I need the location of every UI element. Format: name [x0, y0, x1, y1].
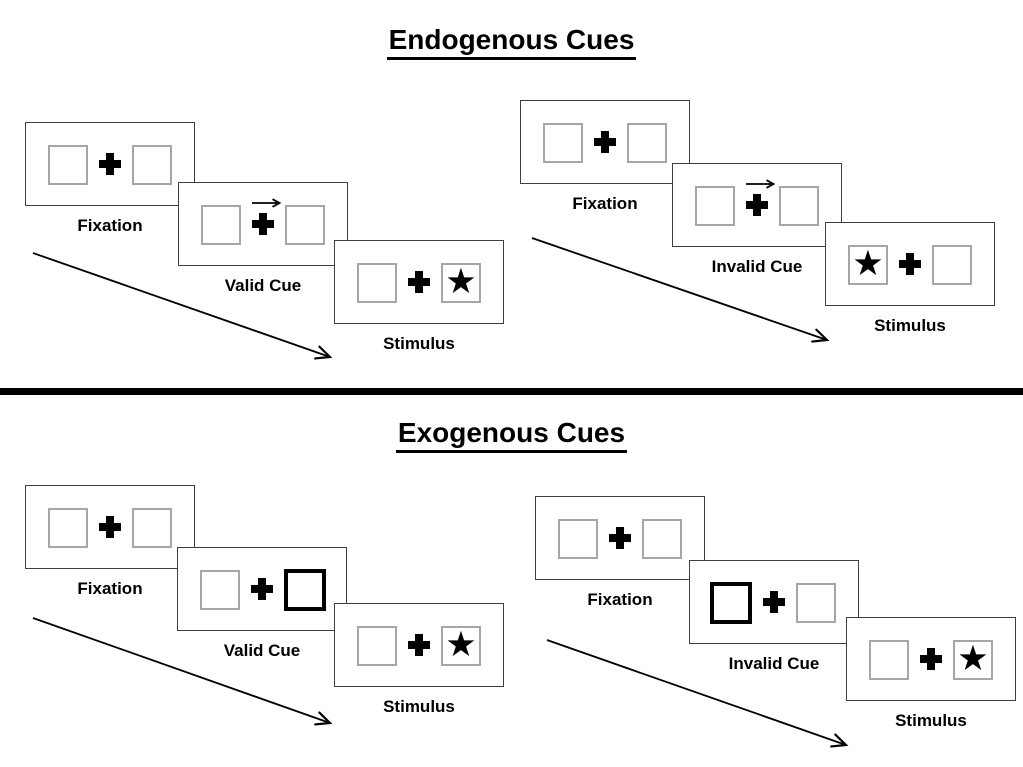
left-placeholder-box [869, 640, 909, 680]
fixation-cross-icon [746, 194, 768, 216]
fixation-cross-icon [920, 648, 942, 670]
right-placeholder-box [627, 123, 667, 163]
right-arrow-cue-icon [252, 198, 282, 208]
panel-label-stimulus: Stimulus [383, 334, 455, 353]
right-placeholder-box [132, 508, 172, 548]
panel-label-valid-cue: Valid Cue [223, 641, 301, 660]
left-placeholder-box-with-star: ★ [848, 245, 888, 285]
fixation-cross-icon [408, 634, 430, 656]
panel-label-fixation: Fixation [587, 590, 653, 609]
right-placeholder-box [796, 583, 836, 623]
section-title-exogenous: Exogenous Cues [0, 417, 1023, 453]
fixation-cross-icon [763, 591, 785, 613]
screen-panel-valid-cue [177, 547, 347, 631]
left-placeholder-box [357, 263, 397, 303]
section-title-endogenous: Endogenous Cues [0, 24, 1023, 60]
screen-panel-stimulus: ★ [334, 603, 504, 687]
left-placeholder-box-cue-highlight [710, 582, 752, 624]
screen-panel-stimulus: ★ [334, 240, 504, 324]
screen-panel-fixation [535, 496, 705, 580]
left-placeholder-box [200, 570, 240, 610]
fixation-cross-icon [609, 527, 631, 549]
sequence-timeline-arrow-invalid-trial [546, 639, 849, 748]
screen-panel-fixation [25, 122, 195, 206]
right-placeholder-box [779, 186, 819, 226]
right-placeholder-box [932, 245, 972, 285]
screen-panel-valid-cue [178, 182, 348, 266]
right-placeholder-box-cue-highlight [284, 569, 326, 611]
sequence-timeline-arrow-valid-trial [32, 252, 333, 360]
section-title-exogenous-text: Exogenous Cues [395, 417, 628, 453]
section-divider [0, 388, 1023, 395]
star-stimulus-icon: ★ [445, 262, 477, 301]
panel-label-stimulus: Stimulus [874, 316, 946, 335]
left-placeholder-box [48, 145, 88, 185]
right-placeholder-box-with-star: ★ [953, 640, 993, 680]
panel-label-valid-cue: Valid Cue [224, 276, 302, 295]
left-placeholder-box [543, 123, 583, 163]
screen-panel-invalid-cue [689, 560, 859, 644]
fixation-cross-icon [251, 578, 273, 600]
star-stimulus-icon: ★ [852, 244, 884, 283]
fixation-cross-icon [408, 271, 430, 293]
fixation-cross-icon [594, 131, 616, 153]
right-placeholder-box [285, 205, 325, 245]
screen-panel-stimulus: ★ [846, 617, 1016, 701]
fixation-cross-icon [899, 253, 921, 275]
right-arrow-cue-icon [746, 179, 776, 189]
left-placeholder-box [357, 626, 397, 666]
panel-label-fixation: Fixation [77, 216, 143, 235]
section-title-endogenous-text: Endogenous Cues [386, 24, 637, 60]
panel-label-invalid-cue: Invalid Cue [728, 654, 820, 673]
panel-label-fixation: Fixation [77, 579, 143, 598]
panel-label-stimulus: Stimulus [895, 711, 967, 730]
left-placeholder-box [48, 508, 88, 548]
left-placeholder-box [201, 205, 241, 245]
right-placeholder-box-with-star: ★ [441, 626, 481, 666]
sequence-timeline-arrow-invalid-trial [531, 237, 830, 343]
panel-label-stimulus: Stimulus [383, 697, 455, 716]
star-stimulus-icon: ★ [957, 639, 989, 678]
right-placeholder-box [132, 145, 172, 185]
fixation-cross-icon [99, 153, 121, 175]
screen-panel-fixation [25, 485, 195, 569]
screen-panel-fixation [520, 100, 690, 184]
panel-label-invalid-cue: Invalid Cue [711, 257, 803, 276]
screen-panel-invalid-cue [672, 163, 842, 247]
panel-label-fixation: Fixation [572, 194, 638, 213]
left-placeholder-box [558, 519, 598, 559]
star-stimulus-icon: ★ [445, 625, 477, 664]
fixation-cross-icon [99, 516, 121, 538]
right-placeholder-box [642, 519, 682, 559]
right-placeholder-box-with-star: ★ [441, 263, 481, 303]
screen-panel-stimulus: ★ [825, 222, 995, 306]
left-placeholder-box [695, 186, 735, 226]
fixation-cross-icon [252, 213, 274, 235]
sequence-timeline-arrow-valid-trial [32, 617, 333, 726]
